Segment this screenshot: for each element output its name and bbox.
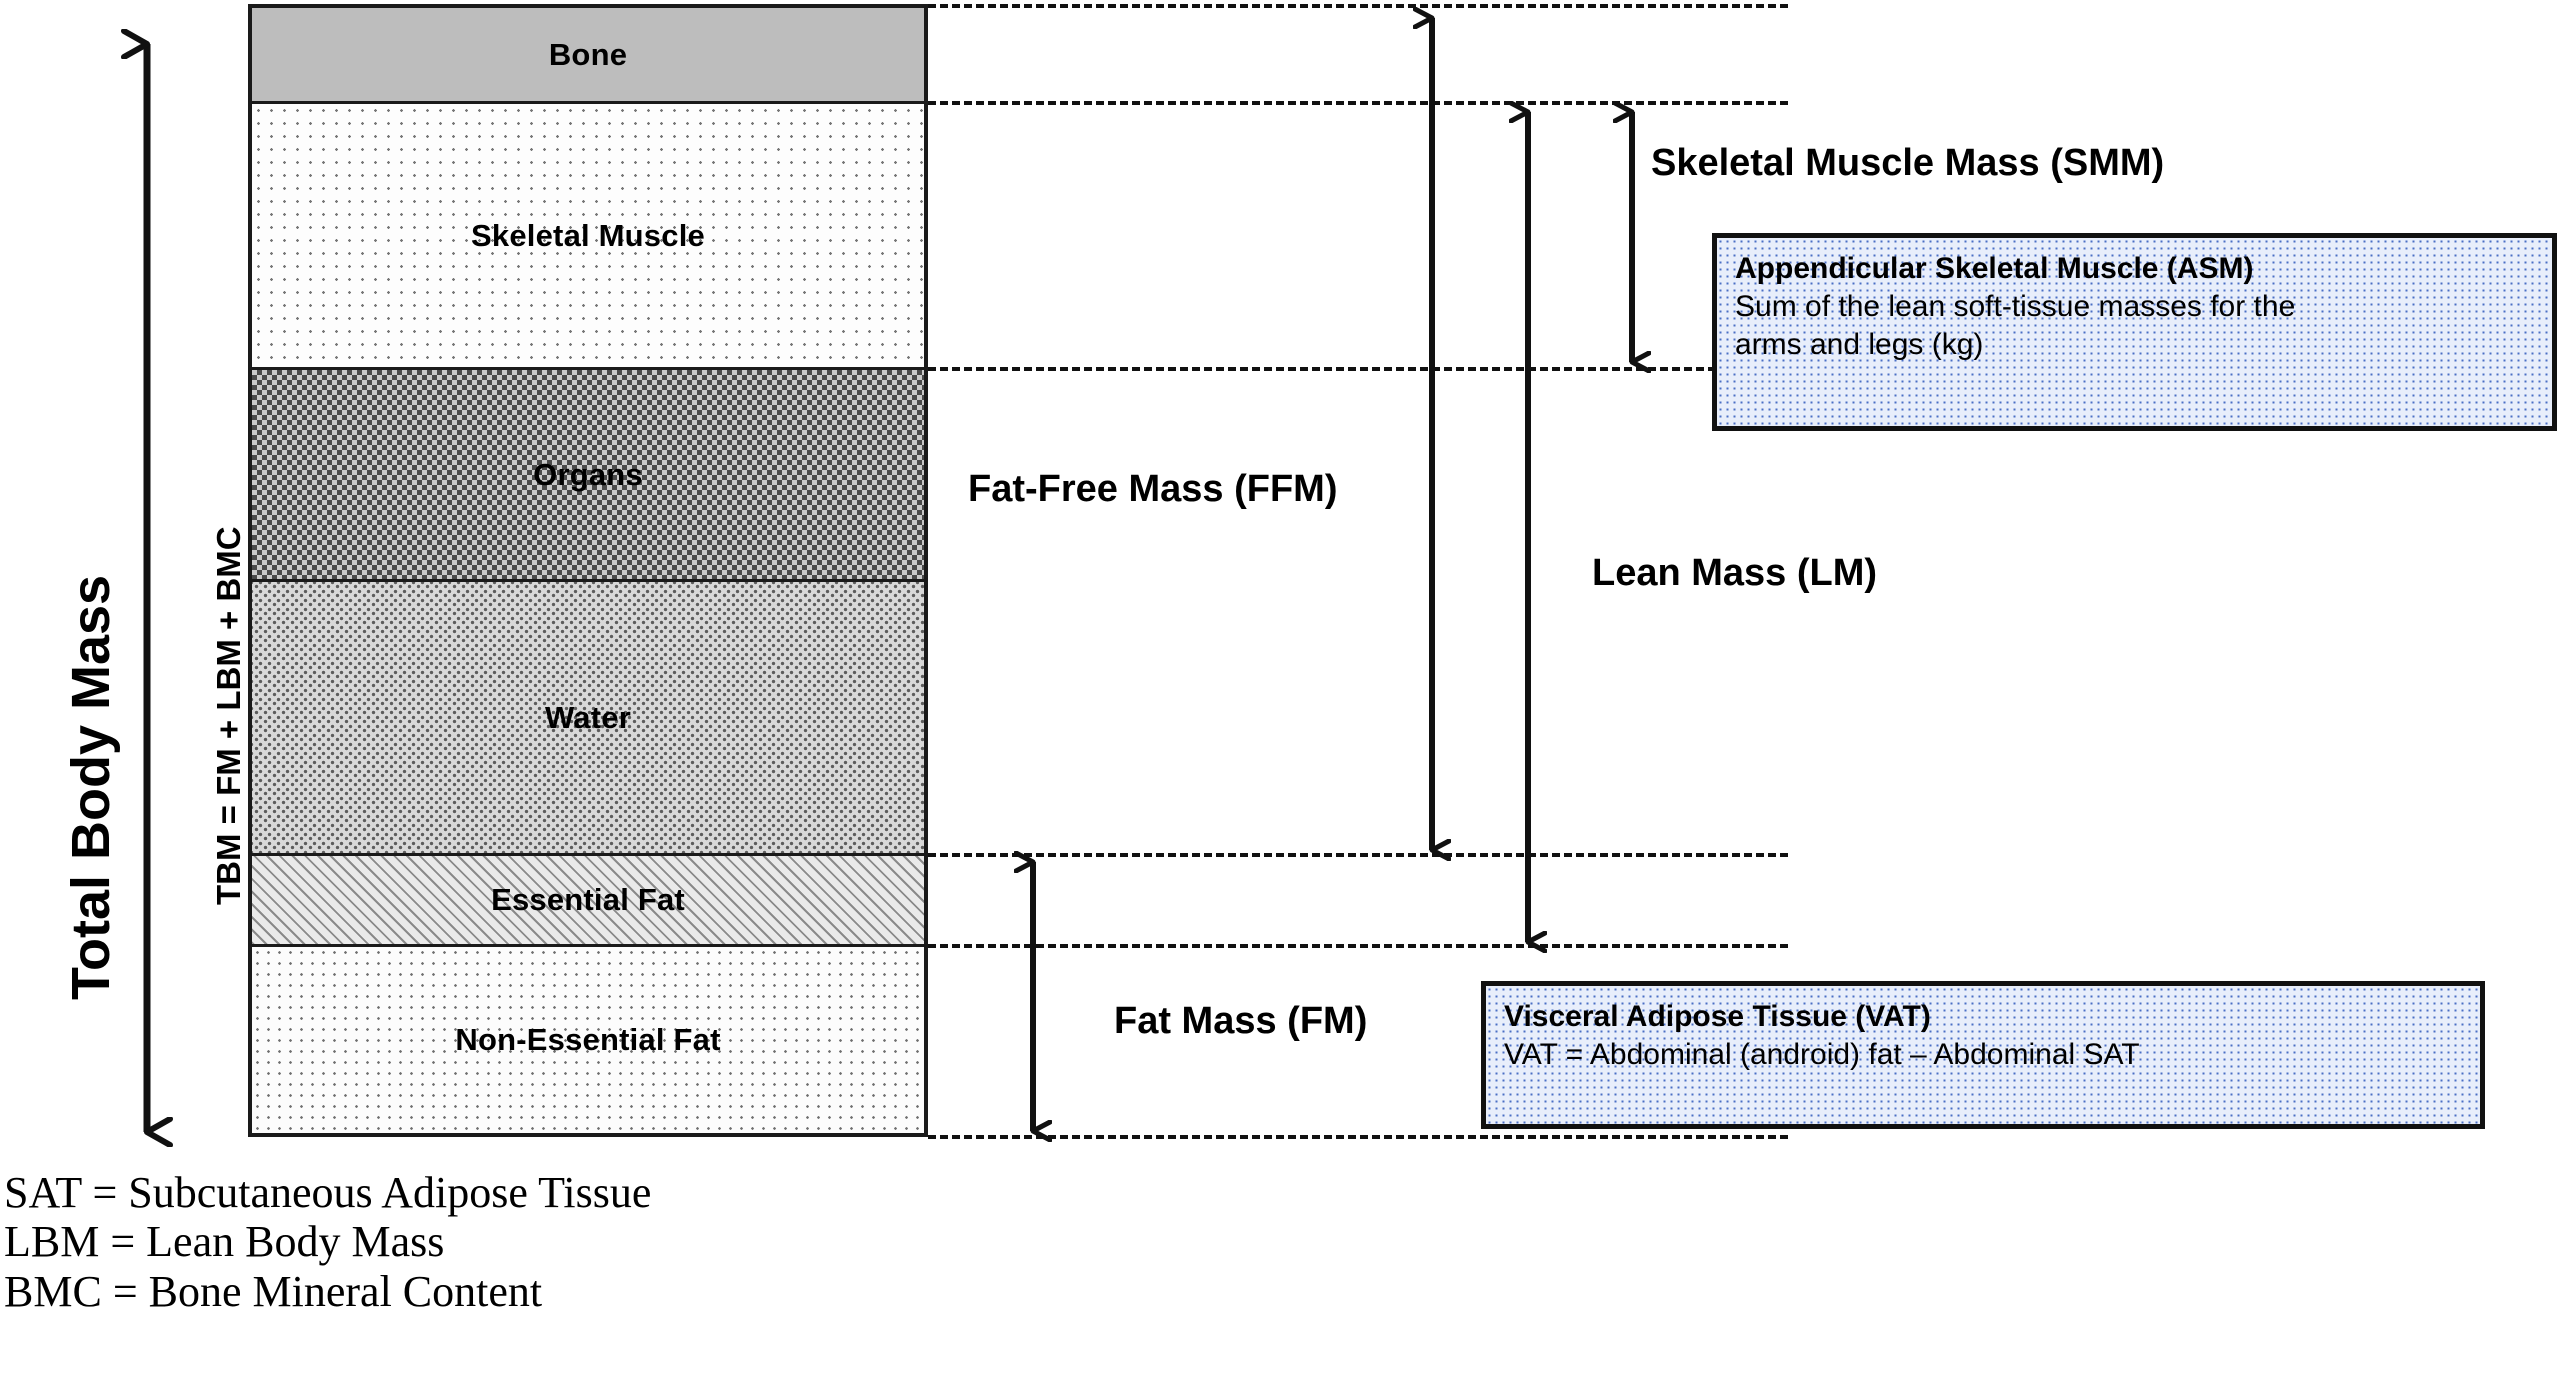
callout-vat-body-line1: VAT = Abdominal (android) fat – Abdomina… xyxy=(1504,1037,2140,1071)
bracket-label-fat-free-mass: Fat-Free Mass (FFM) xyxy=(968,468,1338,510)
guideline-water-essential xyxy=(928,853,1788,857)
segment-water-fill xyxy=(252,582,924,853)
segment-organs-label: Organs xyxy=(533,456,643,492)
segment-skeletal-muscle-fill xyxy=(252,104,924,367)
callout-vat-title: Visceral Adipose Tissue (VAT) xyxy=(1504,1000,1931,1033)
legend-item-sat: SAT = Subcutaneous Adipose Tissue xyxy=(4,1168,652,1217)
legend-abbreviations: SAT = Subcutaneous Adipose Tissue LBM = … xyxy=(4,1168,651,1316)
segment-organs: Organs xyxy=(252,370,924,579)
callout-asm-title: Appendicular Skeletal Muscle (ASM) xyxy=(1735,252,2254,285)
segment-bone-label: Bone xyxy=(548,36,628,72)
segment-essential-fat-fill xyxy=(252,856,924,944)
segment-non-essential-fat: Non-Essential Fat xyxy=(252,947,924,1133)
callout-vat: Visceral Adipose Tissue (VAT) VAT = Abdo… xyxy=(1481,981,2485,1129)
segment-organs-fill xyxy=(252,370,924,579)
divider-essential-nonessential-fat xyxy=(252,944,924,947)
guideline-bone-muscle xyxy=(928,101,1788,105)
bracket-label-lean-mass: Lean Mass (LM) xyxy=(1592,552,1878,594)
segment-bone: Bone xyxy=(252,8,924,101)
callout-asm-body-line1: Sum of the lean soft-tissue masses for t… xyxy=(1735,289,2296,323)
axis-label-tbm-formula: TBM = FM + LBM + BMC xyxy=(210,526,247,905)
divider-water-essential-fat xyxy=(252,853,924,856)
segment-non-essential-fat-fill xyxy=(252,947,924,1133)
body-composition-bar: Bone Skeletal Muscle Organs Water Essent… xyxy=(248,4,928,1137)
guideline-muscle-organs xyxy=(928,367,1788,371)
guideline-top-of-bone xyxy=(928,4,1788,8)
guideline-bottom-of-bar xyxy=(928,1135,1788,1139)
callout-asm-body-line2: arms and legs (kg) xyxy=(1735,327,1984,361)
divider-bone-muscle xyxy=(252,101,924,104)
divider-organs-water xyxy=(252,579,924,582)
callout-asm: Appendicular Skeletal Muscle (ASM) Sum o… xyxy=(1712,233,2557,431)
legend-item-bmc: BMC = Bone Mineral Content xyxy=(4,1266,543,1316)
segment-water-label: Water xyxy=(545,699,631,735)
segment-essential-fat-label: Essential Fat xyxy=(491,882,685,917)
segment-water: Water xyxy=(252,582,924,853)
bracket-label-fat-mass: Fat Mass (FM) xyxy=(1114,1000,1368,1042)
segment-skeletal-muscle: Skeletal Muscle xyxy=(252,104,924,367)
axis-label-total-body-mass: Total Body Mass xyxy=(61,574,121,1000)
segment-non-essential-fat-label: Non-Essential Fat xyxy=(455,1022,721,1057)
guideline-essential-nonessential xyxy=(928,944,1788,948)
legend-item-lbm: LBM = Lean Body Mass xyxy=(4,1217,445,1267)
segment-essential-fat: Essential Fat xyxy=(252,856,924,944)
divider-muscle-organs xyxy=(252,367,924,370)
segment-bone-fill xyxy=(252,8,924,101)
bracket-label-skeletal-muscle-mass: Skeletal Muscle Mass (SMM) xyxy=(1651,142,2165,184)
segment-skeletal-muscle-label: Skeletal Muscle xyxy=(471,217,705,253)
